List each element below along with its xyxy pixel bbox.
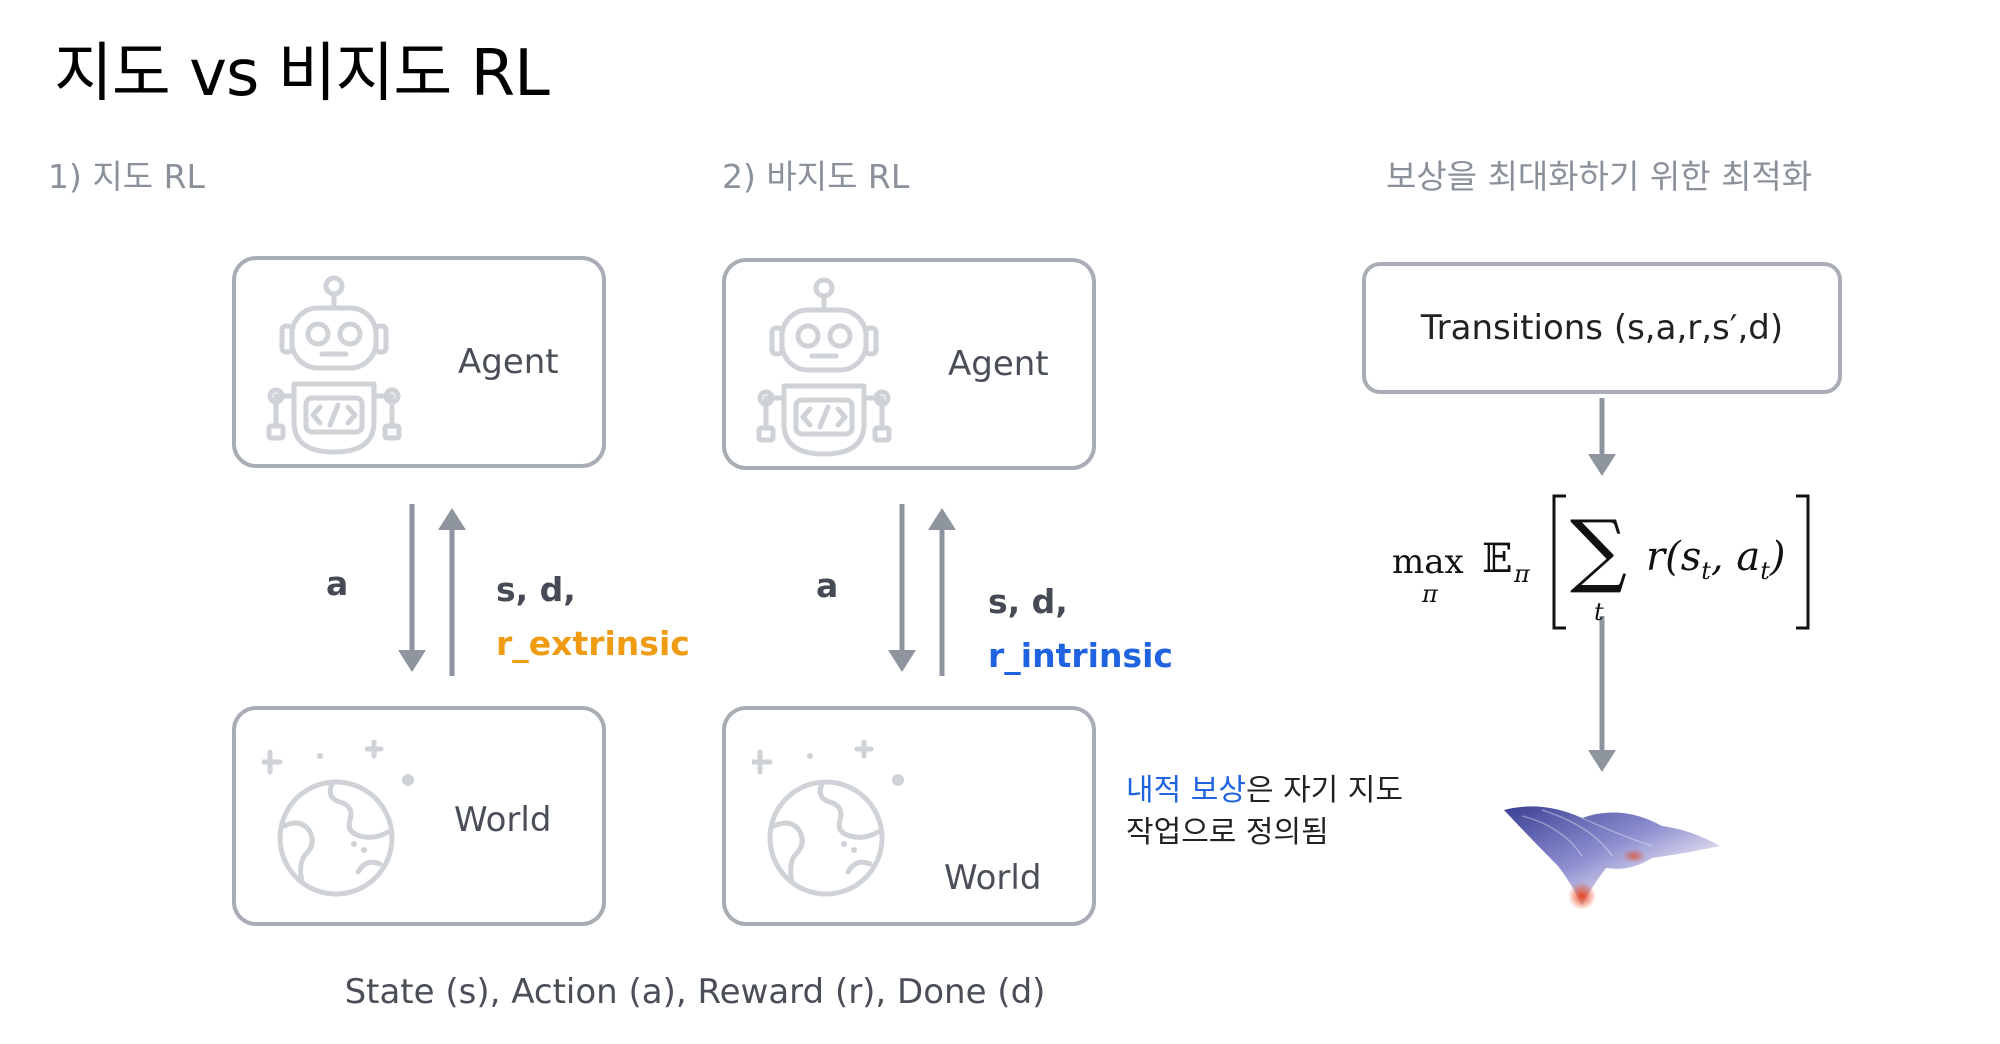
formula-max-sub: π <box>1422 580 1438 608</box>
world-box-unsupervised: World <box>722 706 1096 926</box>
robot-icon <box>754 276 894 460</box>
reward-extrinsic-label: r_extrinsic <box>496 624 690 663</box>
loss-landscape-image <box>1502 796 1722 916</box>
interaction-arrows <box>880 500 970 680</box>
objective-formula: max π 𝔼 π ∑ t r(st, at) <box>1392 494 1812 634</box>
formula-term: r(st, at) <box>1646 534 1785 585</box>
transitions-box: Transitions (s,a,r,s′,d) <box>1362 262 1842 394</box>
action-label: a <box>326 564 348 603</box>
agent-box-supervised: Agent <box>232 256 606 468</box>
formula-s-sub: t <box>1701 557 1711 585</box>
page-title: 지도 vs 비지도 RL <box>54 22 549 114</box>
formula-max: max <box>1392 542 1464 582</box>
world-label: World <box>944 858 1041 898</box>
formula-expectation: 𝔼 <box>1482 536 1513 582</box>
world-box-supervised: World <box>232 706 606 926</box>
formula-body: r(s <box>1646 534 1701 580</box>
section-title-optimization: 보상을 최대화하기 위한 최적화 <box>1386 150 1812 198</box>
action-label: a <box>816 566 838 605</box>
section-title-unsupervised: 2) 바지도 RL <box>722 150 909 198</box>
world-label: World <box>454 800 551 840</box>
left-bracket <box>1550 494 1570 630</box>
note-line2: 작업으로 정의됨 <box>1126 812 1403 854</box>
interaction-arrows <box>390 500 480 680</box>
formula-sum: ∑ <box>1570 510 1627 590</box>
formula-close: ) <box>1770 534 1786 580</box>
formula-sum-sub: t <box>1594 598 1604 626</box>
observation-label: s, d, <box>496 570 576 609</box>
globe-icon <box>752 740 912 900</box>
intrinsic-reward-note: 내적 보상은 자기 지도 작업으로 정의됨 <box>1126 770 1403 854</box>
reward-intrinsic-label: r_intrinsic <box>988 636 1173 675</box>
note-highlight: 내적 보상 <box>1126 773 1246 808</box>
formula-comma: , a <box>1711 534 1760 580</box>
agent-box-unsupervised: Agent <box>722 258 1096 470</box>
formula-a-sub: t <box>1760 557 1770 585</box>
observation-label: s, d, <box>988 582 1068 621</box>
agent-label: Agent <box>948 344 1049 384</box>
right-bracket <box>1792 494 1812 630</box>
section-title-supervised: 1) 지도 RL <box>48 150 205 198</box>
formula-expect-sub: π <box>1514 560 1530 588</box>
globe-icon <box>262 740 422 900</box>
agent-label: Agent <box>458 342 559 382</box>
footer-legend: State (s), Action (a), Reward (r), Done … <box>0 972 1390 1012</box>
robot-icon <box>264 274 404 458</box>
transitions-label: Transitions (s,a,r,s′,d) <box>1366 308 1838 348</box>
note-line1-rest: 은 자기 지도 <box>1246 773 1403 808</box>
